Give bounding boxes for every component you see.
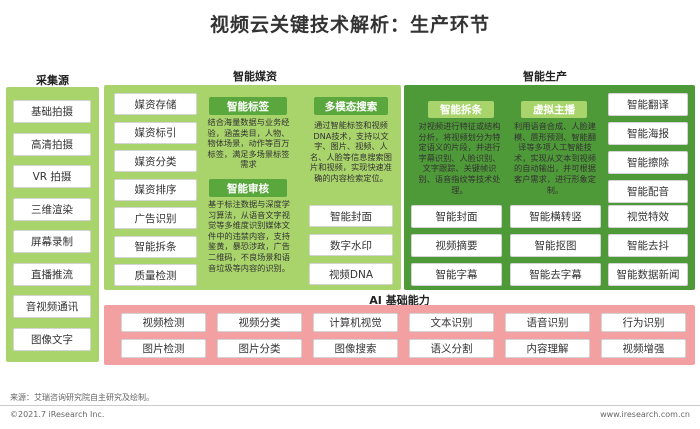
smart-review-desc: 基于标注数据与深度学习算法，从语音文字视觉等多维度识别媒体文件中的违禁内容，支持… [208,199,290,273]
ai-capability-item: 图像搜索 [313,339,398,358]
website: www.iresearch.com.cn [600,410,690,419]
section-label-smart-production: 智能生产 [523,70,567,83]
production-grid-item: 智能去字幕 [510,263,601,286]
collection-panel [6,87,99,362]
ai-capability-item: 视频分类 [217,313,302,332]
production-item: 智能翻译 [608,93,688,116]
production-item: 智能配音 [608,180,688,203]
ai-capability-item: 图片分类 [217,339,302,358]
ai-capability-item: 视频检测 [121,313,206,332]
ai-capability-item: 行为识别 [601,313,686,332]
media-item: 媒资分类 [114,150,197,172]
production-grid-item: 智能抠图 [510,234,601,257]
smart-split-title: 智能拆条 [428,101,494,118]
virtual-host-desc: 利用语音合成、人脸建模、唇形预测、智能翻译等多项人工智能技术，实现从文本到视频的… [514,121,596,195]
collection-item: 直播推流 [13,262,91,286]
media-feature-item: 智能封面 [309,205,393,227]
smart-tagging-title: 智能标签 [209,97,287,115]
media-item: 智能拆条 [114,235,197,258]
media-item: 媒资标引 [114,121,197,144]
collection-item: 音视频通讯 [13,295,91,318]
collection-item: VR 拍摄 [13,165,91,188]
ai-capability-item: 计算机视觉 [313,313,398,332]
section-label-collection: 采集源 [36,74,69,87]
ai-capability-item: 视频增强 [601,339,686,358]
footer-divider [0,405,700,406]
collection-item: 高清拍摄 [13,132,91,156]
section-label-smart-media: 智能媒资 [233,70,277,83]
media-item: 媒资存储 [114,93,197,115]
production-grid-item: 智能字幕 [411,263,502,286]
smart-tagging-desc: 结合海量数据与业务经验，涵盖类目，人物、物体场景，动作等百万标签，满足多场景标签… [207,117,290,170]
media-item: 广告识别 [114,207,197,229]
production-grid-item: 视频摘要 [411,234,502,257]
section-label-ai-base: AI 基础能力 [369,294,430,307]
virtual-host-title: 虚拟主播 [521,101,587,118]
ai-capability-item: 图片检测 [121,339,206,358]
ai-capability-item: 内容理解 [505,339,590,358]
media-feature-item: 视频DNA [309,263,393,285]
smart-split-desc: 对视频进行特征或结构分析，将视频划分为特定语义的片段，并进行字幕识别、人脸识别、… [418,121,501,195]
production-grid-item: 智能数据新闻 [608,263,688,286]
media-feature-item: 数字水印 [309,234,393,256]
media-item: 媒资排序 [114,178,197,201]
collection-item: 三维渲染 [13,197,91,221]
ai-capability-item: 语义分割 [409,339,494,358]
source-note: 来源：艾瑞咨询研究院自主研究及绘制。 [10,393,154,402]
smart-review-title: 智能审核 [209,179,287,197]
collection-item: 图像文字 [13,327,91,351]
production-grid-item: 智能横转竖 [510,205,601,228]
ai-capability-item: 语音识别 [505,313,590,332]
copyright: ©2021.7 iResearch Inc. [10,410,105,419]
production-grid-item: 智能封面 [411,205,502,228]
production-grid-item: 智能去抖 [608,234,688,257]
collection-item: 屏幕录制 [13,230,91,253]
multimodal-search-title: 多模态搜索 [314,97,388,115]
production-grid-item: 视觉特效 [608,205,688,228]
media-item: 质量检测 [114,264,197,286]
production-item: 智能擦除 [608,151,688,174]
collection-item: 基础拍摄 [13,100,91,123]
multimodal-search-desc: 通过智能标签和视频DNA技术，支持以文字、图片、视频、人名、人脸等信息搜索图片和… [310,120,392,183]
production-item: 智能海报 [608,122,688,145]
page-title: 视频云关键技术解析：生产环节 [209,14,490,36]
ai-capability-item: 文本识别 [409,313,494,332]
